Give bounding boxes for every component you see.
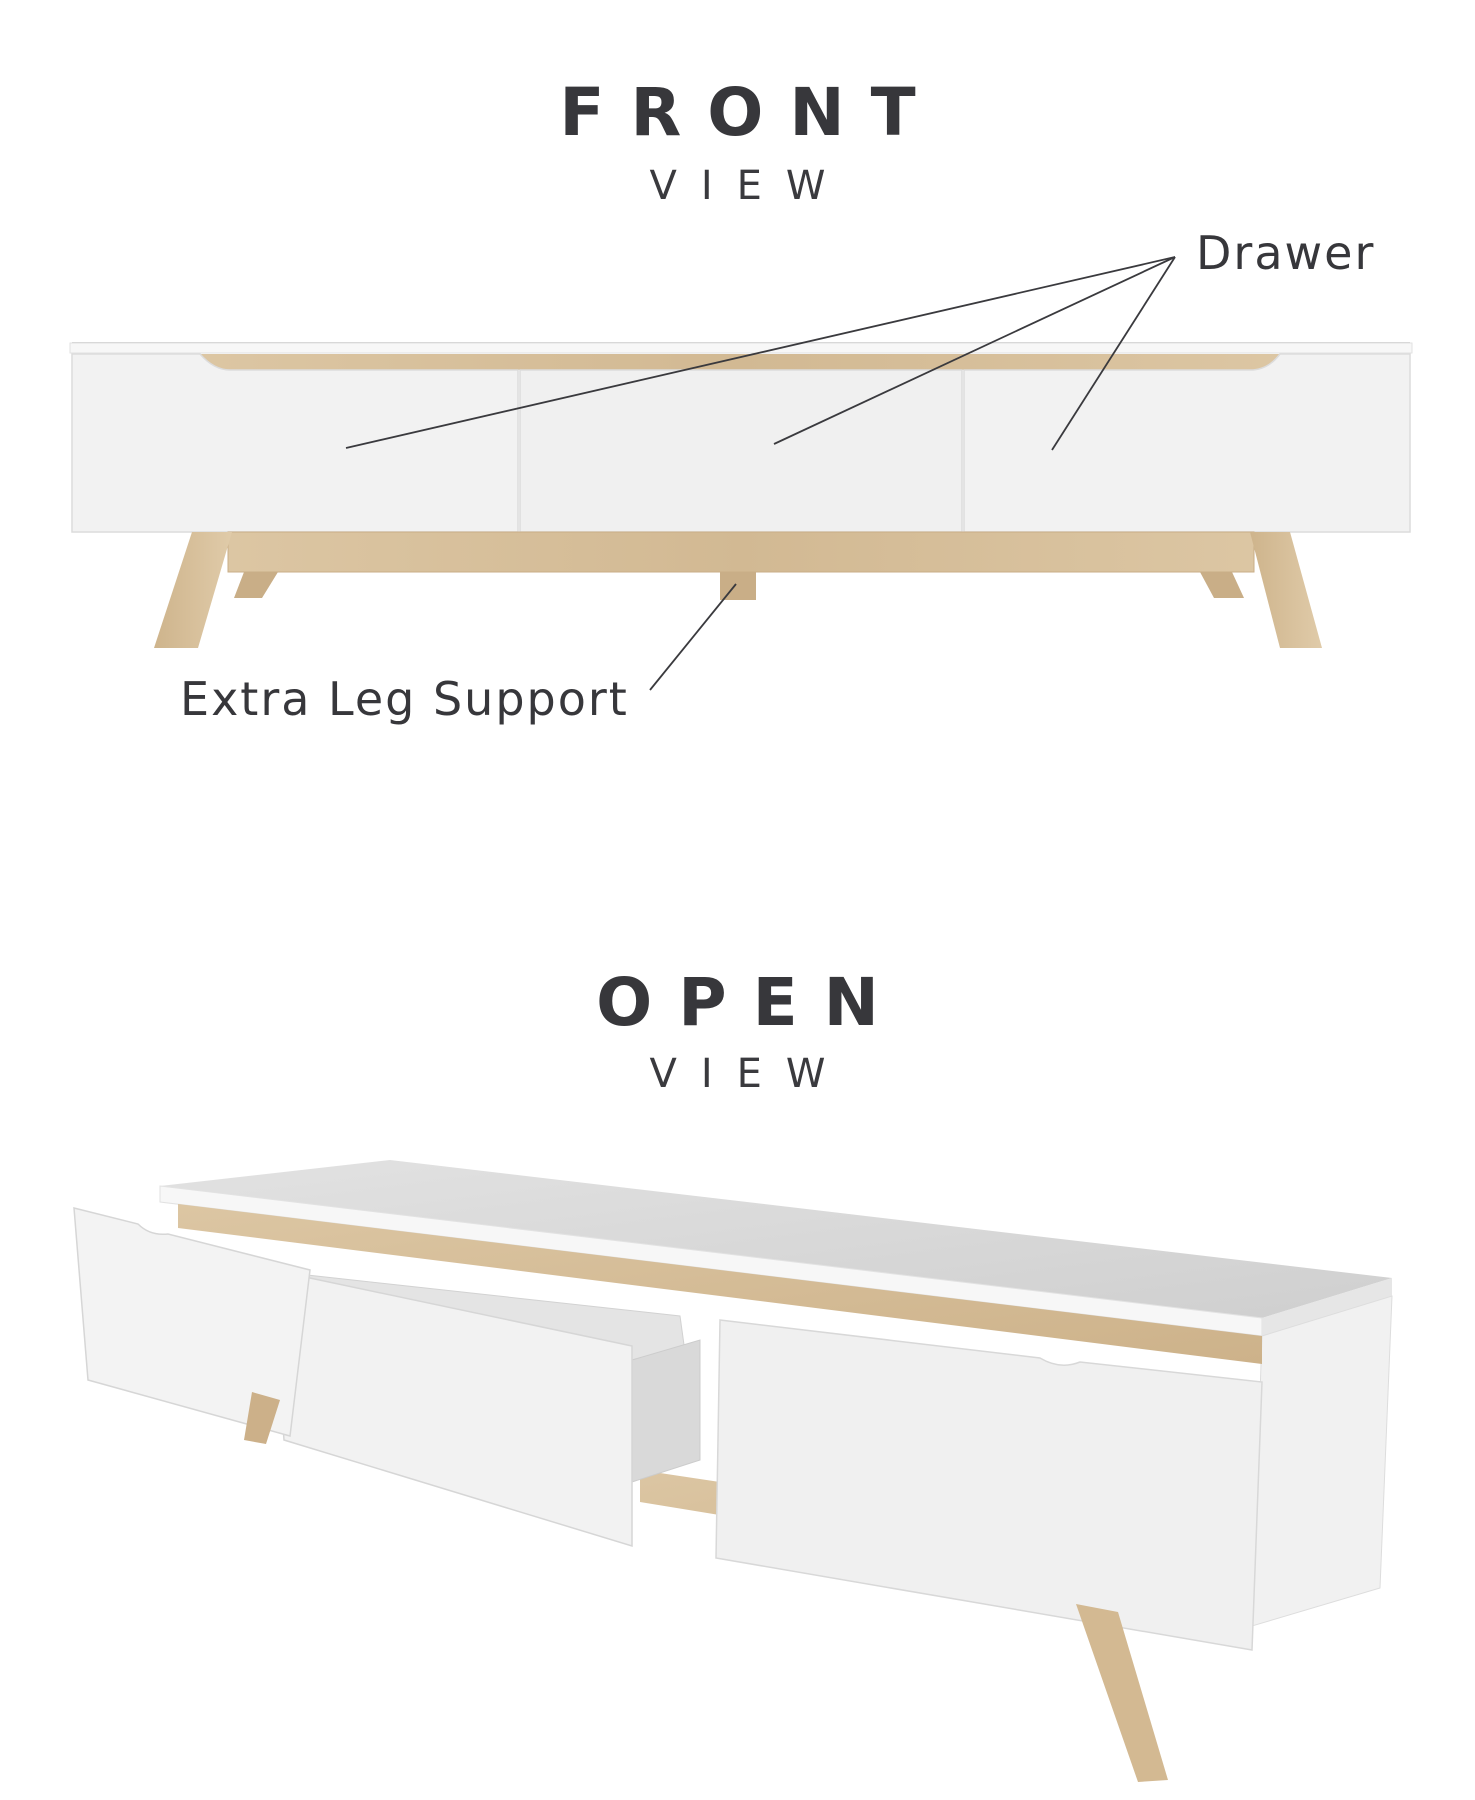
- left-drawer-front: [73, 1207, 311, 1437]
- right-drawer-front: [715, 1319, 1263, 1651]
- drawer-middle: [519, 369, 963, 533]
- drawer-leader-lines: [345, 256, 1176, 451]
- back-left-leg: [234, 572, 278, 598]
- middle-drawer-interior: [259, 1269, 701, 1469]
- middle-drawer-front: [271, 1269, 633, 1548]
- open-right-leg: [1076, 1604, 1168, 1782]
- leg-leader-line: [649, 583, 737, 691]
- drawer-left: [71, 353, 519, 533]
- oak-plinth: [227, 531, 1255, 573]
- oak-plinth-open: [640, 1470, 1240, 1600]
- oak-rail: [200, 354, 1280, 370]
- cabinet-right-side: [1251, 1295, 1393, 1627]
- open-view-title: OPEN: [596, 964, 905, 1041]
- back-right-leg: [1200, 572, 1244, 598]
- front-right-leg: [1250, 532, 1322, 648]
- drawer-callout-label: Drawer: [1196, 226, 1376, 280]
- front-view-cabinet-illustration: [69, 256, 1413, 691]
- front-view-subtitle: VIEW: [649, 163, 850, 209]
- front-left-leg: [154, 532, 232, 648]
- cabinet-top: [69, 342, 1413, 354]
- cabinet-top-edge: [159, 1185, 1263, 1337]
- front-view-title: FRONT: [559, 74, 942, 151]
- open-left-leg: [244, 1392, 280, 1444]
- open-view-subtitle: VIEW: [649, 1051, 850, 1097]
- cabinet-top-surface: [160, 1160, 1392, 1318]
- drawer-right: [963, 353, 1411, 533]
- leg-support-callout-label: Extra Leg Support: [180, 672, 629, 726]
- oak-rail-open: [178, 1204, 1262, 1364]
